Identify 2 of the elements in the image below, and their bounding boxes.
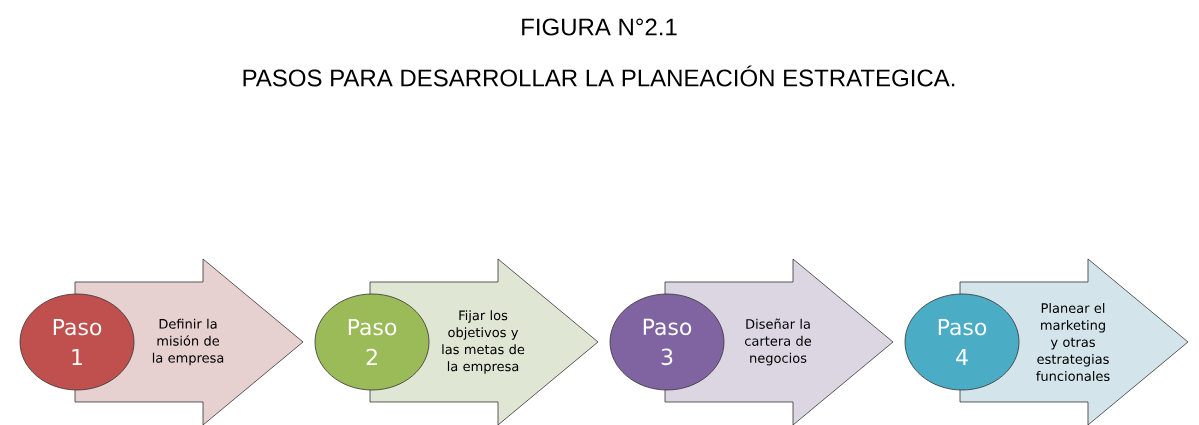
figure-title: FIGURA N°2.1 xyxy=(522,18,677,36)
figure-caption: PASOS PARA DESARROLLAR LA PLANEACIÓN ESTRATEGICA. xyxy=(243,65,955,87)
